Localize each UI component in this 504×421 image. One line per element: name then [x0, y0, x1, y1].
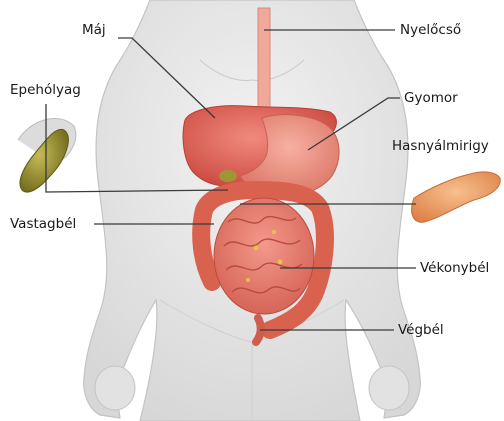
gallbladder-detail	[18, 118, 76, 192]
label-liver: Máj	[82, 24, 106, 38]
label-small-intestine: Vékonybél	[420, 262, 489, 276]
left-hand	[95, 366, 135, 410]
gallbladder-organ	[219, 170, 237, 182]
esophagus-organ	[258, 8, 270, 118]
right-hand	[369, 366, 409, 410]
label-rectum: Végbél	[398, 324, 444, 338]
label-pancreas: Hasnyálmirigy	[392, 140, 489, 154]
label-esophagus: Nyelőcső	[400, 24, 461, 38]
label-stomach: Gyomor	[404, 92, 458, 106]
pancreas-detail	[412, 172, 501, 222]
label-large-intestine: Vastagbél	[10, 218, 76, 232]
small-intestine-organ	[214, 198, 314, 314]
label-gallbladder: Epehólyag	[10, 84, 81, 98]
